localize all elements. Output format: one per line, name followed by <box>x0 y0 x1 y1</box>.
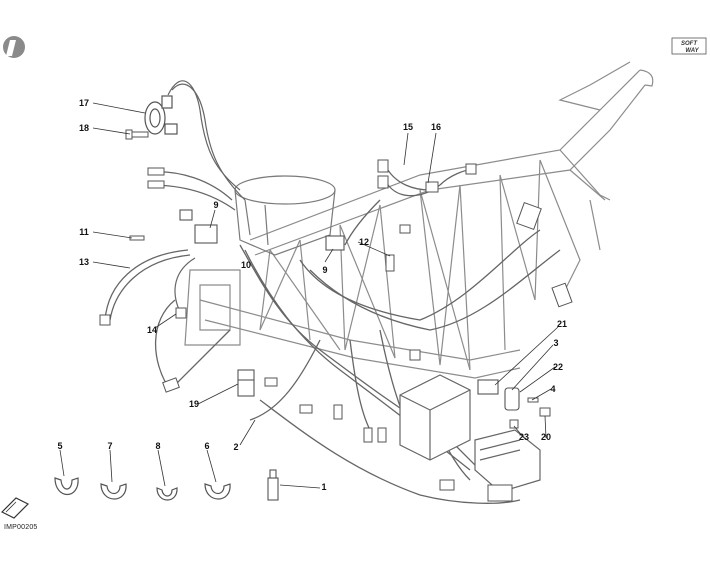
fuse-23 <box>509 419 519 429</box>
bolt-4 <box>527 397 539 403</box>
reference-number-r12: 12 <box>359 237 369 247</box>
screw-11 <box>129 235 145 241</box>
relay-19 <box>237 369 255 397</box>
reference-number-r3: 3 <box>553 338 558 348</box>
reference-number-r9a: 9 <box>213 200 218 210</box>
screw-18 <box>125 129 149 140</box>
ht-caps <box>377 159 477 193</box>
harness-connectors <box>162 201 573 491</box>
cable-clip-5 <box>54 477 79 495</box>
reference-number-r17: 17 <box>79 98 89 108</box>
cable-clip-8 <box>156 487 178 501</box>
reference-number-r2: 2 <box>233 442 238 452</box>
reference-number-r21: 21 <box>557 319 567 329</box>
reference-number-r20: 20 <box>541 432 551 442</box>
drawing-code: IMP00205 <box>4 524 38 531</box>
brand-logo: SOFT WAY <box>671 37 707 55</box>
sensor-12 <box>385 224 411 272</box>
cable-clip-6 <box>204 483 231 500</box>
reference-number-r18: 18 <box>79 123 89 133</box>
relay-9b <box>325 235 345 251</box>
reference-number-r8: 8 <box>155 441 160 451</box>
manual-section-icon <box>3 36 25 58</box>
wire-13 <box>104 249 191 321</box>
horn <box>144 95 178 135</box>
reference-number-r11: 11 <box>79 227 89 237</box>
reference-number-r1: 1 <box>321 482 326 492</box>
reference-number-r22: 22 <box>553 362 563 372</box>
airbox <box>234 175 336 256</box>
horn-wiring <box>149 80 246 211</box>
reference-number-r23: 23 <box>519 432 529 442</box>
cable-clip-7 <box>100 483 127 500</box>
reference-number-r14: 14 <box>147 325 157 335</box>
reference-labels: 17 18 15 16 11 9 10 13 9 12 14 21 3 22 4 19 23 20 2 5 7 8 6 1 <box>57 98 567 492</box>
document-icon <box>0 497 30 519</box>
reference-number-r7: 7 <box>107 441 112 451</box>
fuse-20 <box>539 407 551 417</box>
reference-number-r10: 10 <box>241 260 251 270</box>
reference-number-r5: 5 <box>57 441 62 451</box>
regulator <box>474 429 541 493</box>
relay-9a <box>179 209 218 244</box>
logo-line-1: SOFT <box>681 41 698 47</box>
frame <box>184 61 654 379</box>
wire-14-terminal <box>175 307 187 319</box>
reference-number-r9b: 9 <box>322 265 327 275</box>
reference-number-r4: 4 <box>550 384 555 394</box>
wire-13-terminal <box>99 314 111 326</box>
starter-relay <box>477 379 520 411</box>
reference-number-r13: 13 <box>79 257 89 267</box>
battery-tray <box>399 374 471 461</box>
leader-lines <box>59 102 559 489</box>
reference-number-r15: 15 <box>403 122 413 132</box>
reference-number-r6: 6 <box>204 441 209 451</box>
reference-number-r19: 19 <box>189 399 199 409</box>
flasher-unit <box>487 484 513 502</box>
sensor-1 <box>267 469 279 501</box>
wire-14 <box>174 257 196 313</box>
logo-line-2: WAY <box>685 48 699 54</box>
reference-number-r16: 16 <box>431 122 441 132</box>
horn-connectors <box>147 167 165 189</box>
